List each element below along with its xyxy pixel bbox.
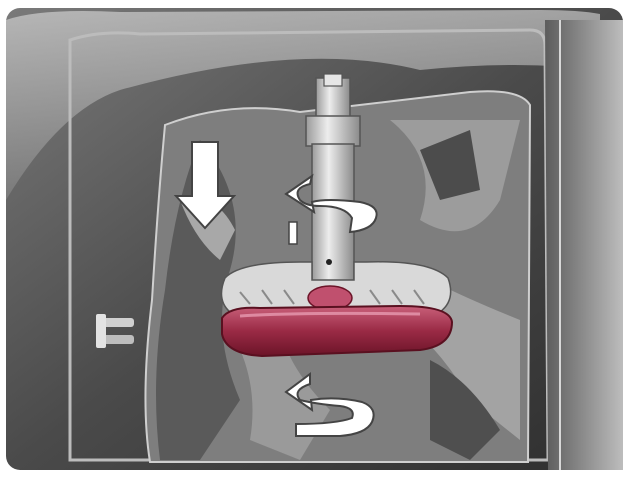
side-panel [545,20,623,470]
clip-body [96,314,106,348]
